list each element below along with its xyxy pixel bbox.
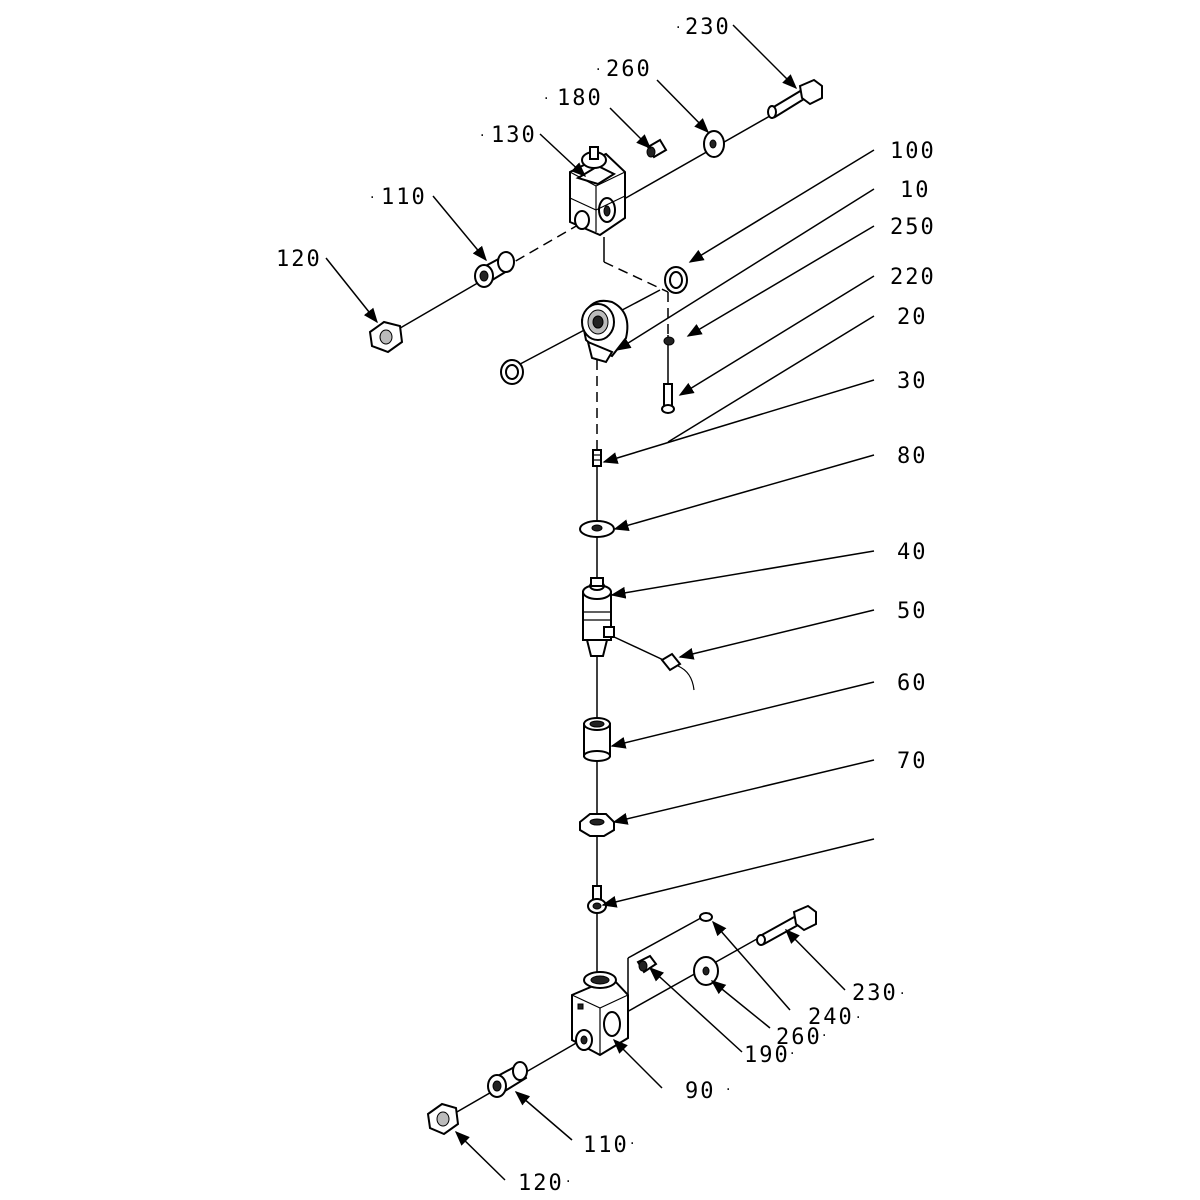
callout-100: 100 — [890, 139, 936, 164]
part-180-setscrew — [646, 138, 668, 159]
part-90-clevis-bottom — [571, 971, 629, 1057]
part-ring-lower — [500, 359, 524, 385]
callout-60: 60 — [897, 671, 928, 696]
callout-110-bottom-dot: · — [630, 1136, 634, 1152]
part-40-load-cell — [582, 577, 615, 657]
callout-240: 240 — [808, 1005, 854, 1030]
leader-lines — [325, 24, 875, 1181]
callout-120-top: 120 — [276, 247, 322, 272]
part-260-washer-top — [703, 130, 725, 158]
callout-80: 80 — [897, 444, 928, 469]
callout-260-bottom: 260 — [776, 1025, 822, 1050]
part-260-washer-bottom — [693, 956, 719, 986]
part-100-ring-upper — [664, 266, 688, 294]
part-110-spacer-top — [474, 251, 515, 288]
part-250-washer — [663, 336, 675, 346]
part-130-clevis-top — [569, 146, 626, 237]
callout-90-dot: · — [726, 1082, 730, 1098]
part-120-nut-top — [368, 320, 404, 354]
callout-110-top: 110 — [381, 185, 427, 210]
part-70-nut — [579, 813, 615, 837]
callout-130: 130 — [491, 123, 537, 148]
callout-250: 250 — [890, 215, 936, 240]
callout-130-dot: · — [480, 128, 484, 144]
callout-90: 90 — [685, 1079, 716, 1104]
callout-180-dot: · — [544, 91, 548, 107]
callout-30: 30 — [897, 369, 928, 394]
part-120-nut-bottom — [426, 1102, 460, 1136]
callout-240-dot: · — [856, 1010, 860, 1026]
part-80-washer — [579, 520, 615, 538]
callout-220: 220 — [890, 265, 936, 290]
callout-70: 70 — [897, 749, 928, 774]
callout-120-bottom-dot: · — [566, 1174, 570, 1190]
callout-labels: · 230 · 260 · 180 · 130 · 110 120 100 10… — [276, 15, 936, 1196]
callout-20: 20 — [897, 305, 928, 330]
part-60-sleeve — [583, 717, 611, 762]
callout-190: 190 — [744, 1043, 790, 1068]
part-220-screw — [661, 383, 675, 414]
callout-230-bottom: 230 — [852, 981, 898, 1006]
callout-230-top-dot: · — [676, 20, 680, 36]
part-50-cable — [660, 652, 695, 691]
callout-120-bottom: 120 — [518, 1171, 564, 1196]
part-190-setscrew — [636, 954, 658, 974]
part-240-pin — [699, 912, 713, 922]
part-230-bolt-bottom — [756, 904, 817, 946]
part-110-spacer-bottom — [487, 1061, 528, 1098]
callout-180: 180 — [557, 86, 603, 111]
callout-230-bottom-dot: · — [900, 986, 904, 1002]
callout-110-bottom: 110 — [583, 1133, 629, 1158]
callout-110-top-dot: · — [370, 190, 374, 206]
callout-40: 40 — [897, 540, 928, 565]
part-230-bolt-top — [767, 78, 823, 119]
part-stud-lower — [587, 885, 607, 914]
part-10-rod-end — [580, 299, 629, 364]
callout-190-dot: · — [790, 1046, 794, 1062]
callout-260-bottom-dot: · — [822, 1028, 826, 1044]
callout-10: 10 — [900, 178, 931, 203]
callout-230-top: 230 — [685, 15, 731, 40]
part-30-stud — [592, 449, 602, 467]
callout-260-top-dot: · — [596, 62, 600, 78]
callout-260-top: 260 — [606, 57, 652, 82]
callout-50: 50 — [897, 599, 928, 624]
